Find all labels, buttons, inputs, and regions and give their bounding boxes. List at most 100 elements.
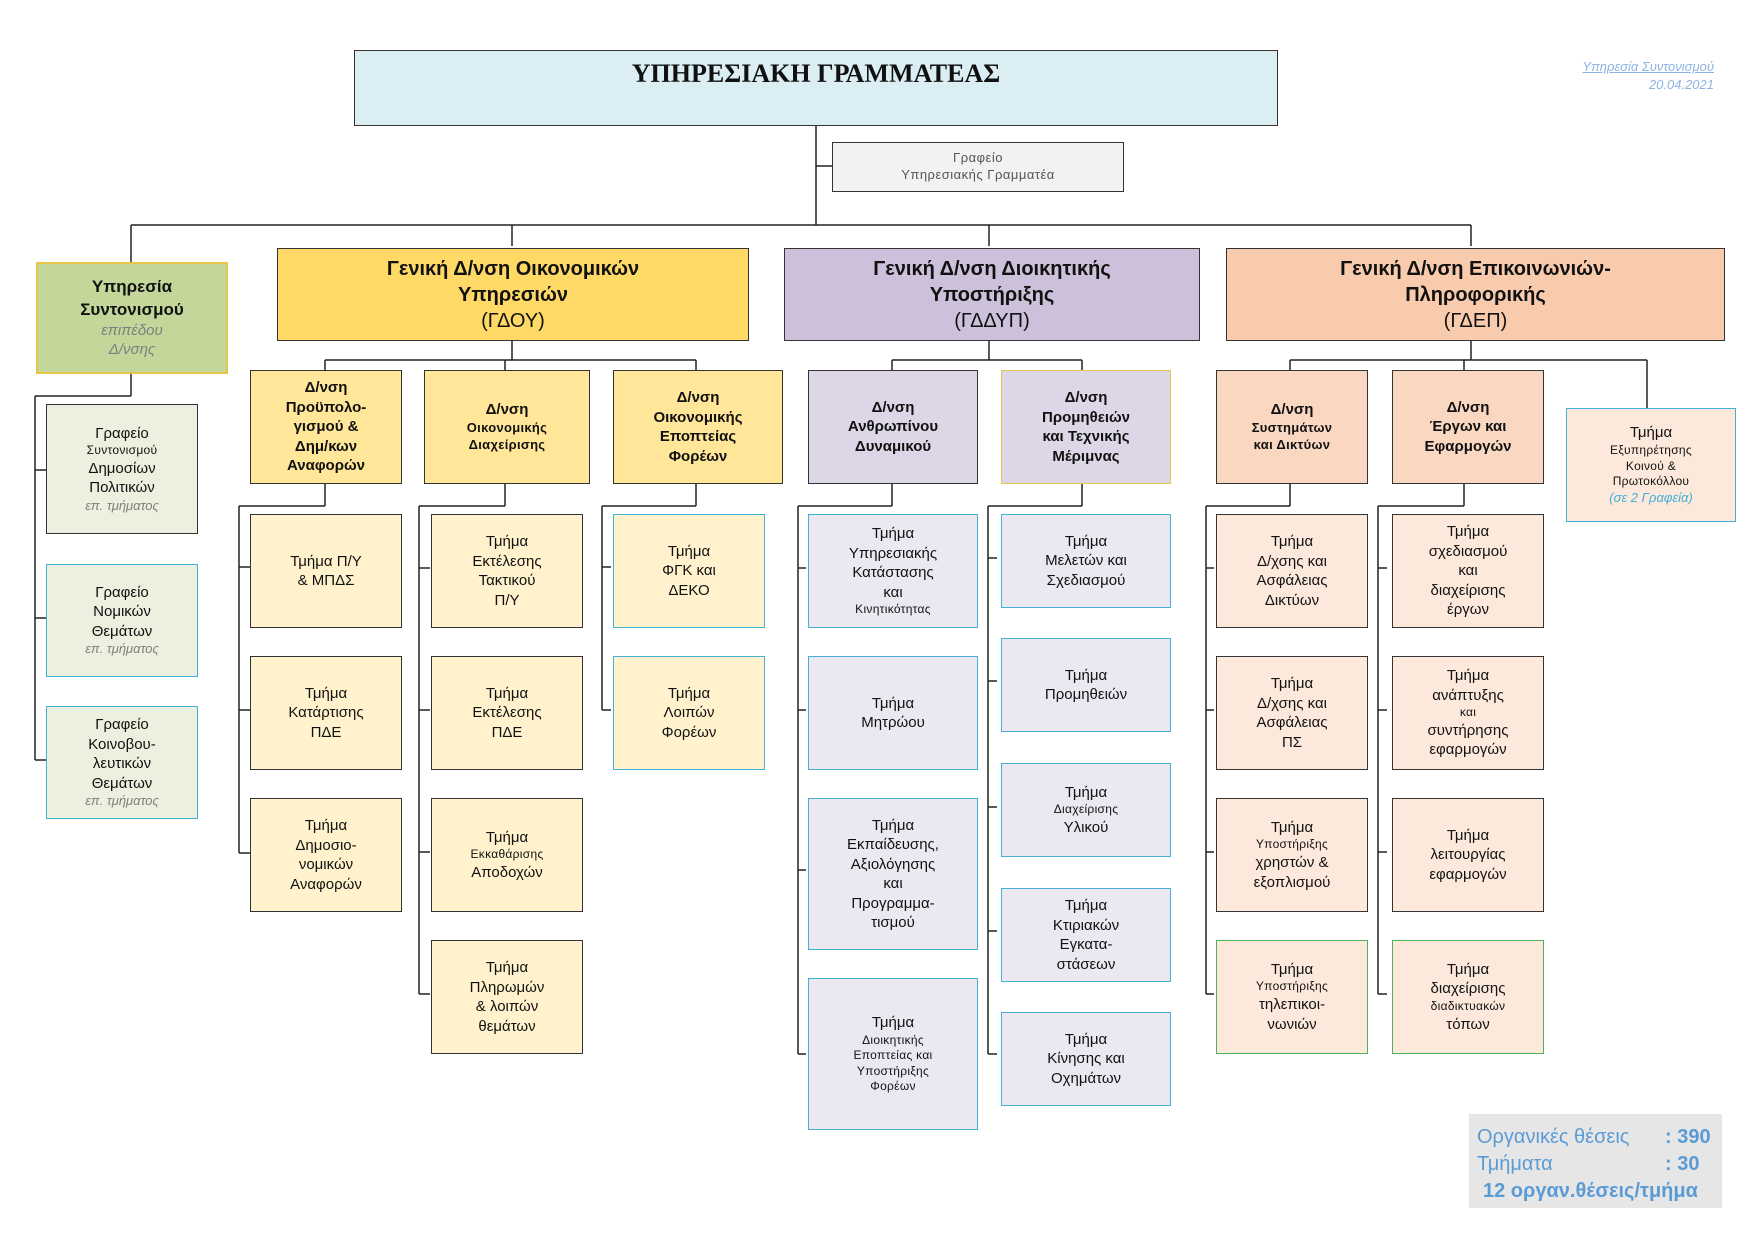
gdep-department-line: Τμήμα (1270, 818, 1314, 836)
stamp-service: Υπηρεσία Συντονισμού (1582, 59, 1714, 74)
gdyp-department-line: Τμήμα (1064, 1030, 1108, 1048)
gdyp-department-line: Τμήμα (871, 816, 915, 834)
gdou-department-line: ΠΔΕ (310, 723, 342, 741)
gdou-directorate-line: Οικονομικής (653, 408, 743, 426)
gdou-directorate-line: Διαχείρισης (468, 436, 546, 452)
gdyp-line1: Γενική Δ/νση Διοικητικής (873, 257, 1111, 280)
gdep-department-line: Τμήμα (1270, 960, 1314, 978)
gdep-directorate-line: Δ/νση (1446, 398, 1490, 416)
gdep-directorate-line: Εφαρμογών (1424, 437, 1512, 455)
gdep-directorate-line: και Δικτύων (1253, 436, 1331, 452)
gdou-department-line: Δημοσιο- (295, 836, 357, 854)
gdou-line1: Γενική Δ/νση Οικονομικών (386, 257, 640, 280)
coord-office-line: Γραφείο (95, 424, 149, 442)
gdep-line2: Πληροφορικής (1405, 283, 1546, 306)
gdou-directorate-line: Εποπτείας (659, 428, 737, 445)
gdyp-department-line: Φορέων (870, 1079, 916, 1094)
gdyp-department-line: τισμού (871, 914, 915, 931)
gdep-department-line: Ασφάλειας (1256, 572, 1328, 589)
gdyp-directorate-line: Μέριμνας (1052, 447, 1120, 465)
gdep-abbr: (ΓΔΕΠ) (1443, 309, 1508, 332)
gdou-directorate-line: γισμού & (293, 418, 359, 436)
gdep-department-line: Τμήμα (1446, 826, 1490, 844)
gdep-department-line: νωνιών (1267, 1015, 1317, 1033)
gdyp-directorate-line: και Τεχνικής (1042, 428, 1130, 445)
gdyp-department-line: Εγκατα- (1059, 936, 1113, 953)
gdyp-abbr: (ΓΔΔΥΠ) (954, 309, 1030, 332)
gdep-department-line: Δ/χσης και (1257, 552, 1327, 570)
gdep-extra-department-line: Εξυπηρέτησης (1610, 442, 1692, 457)
gdyp-department-line: Διοικητικής (862, 1032, 924, 1047)
gdyp-department-line: Μελετών και (1045, 552, 1127, 570)
gdou-department-line: νομικών (298, 856, 354, 873)
gdep-department-line: και (1459, 705, 1477, 720)
gdyp-directorate-line: Προμηθειών (1041, 408, 1131, 426)
gdep-extra-department-line: Τμήμα (1629, 424, 1673, 442)
gdou-department-line: Τμήμα (485, 828, 529, 846)
gdep-extra-department-note: (σε 2 Γραφεία) (1609, 489, 1693, 505)
coord-office-line: Θεμάτων (91, 774, 153, 792)
gdou-department-line: Φορέων (661, 723, 717, 741)
gdep-line1: Γενική Δ/νση Επικοινωνιών- (1340, 257, 1611, 280)
gdep-department-line: διαχείρισης (1430, 980, 1506, 998)
gdyp-directorate-line: Ανθρωπίνου (847, 418, 939, 436)
gdyp-department-line: Τμήμα (1064, 666, 1108, 684)
gdou-department: Τμήμα Π/Υ& ΜΠΔΣ (250, 514, 402, 628)
gdyp-department-line: Διαχείρισης (1053, 802, 1119, 817)
gdou-department-line: Αποδοχών (471, 863, 543, 881)
gdyp-department-line: Αξιολόγησης (850, 855, 936, 873)
gdep-department-line: Τμήμα (1270, 533, 1314, 550)
gdou-department-line: Αναφορών (290, 875, 362, 893)
gdou-department-line: Εκκαθάρισης (470, 847, 544, 862)
coord-office-line: Πολιτικών (89, 479, 155, 497)
gdyp-department-line: Προμηθειών (1044, 686, 1128, 703)
gdep-department-line: διαδικτυακών (1430, 998, 1506, 1013)
gdou-department-line: ΔΕΚΟ (668, 581, 710, 599)
gdou-department-line: & λοιπών (475, 998, 539, 1015)
top-title-box: ΥΠΗΡΕΣΙΑΚΗ ΓΡΑΜΜΑΤΕΑΣ (354, 50, 1278, 126)
gdep-department-line: τόπων (1446, 1015, 1490, 1033)
coord-office-line: Θεμάτων (91, 622, 153, 640)
coord-line1: Υπηρεσία (91, 277, 173, 297)
gdou-department-line: Τμήμα (667, 684, 711, 702)
positions-label: Οργανικές θέσεις (1477, 1126, 1630, 1148)
gdyp-department-line: Υλικού (1063, 818, 1109, 836)
gdep-department-line: ΠΣ (1281, 733, 1303, 751)
coord-office-note: επ. τμήματος (85, 641, 159, 657)
gdou-department-line: Εκτέλεσης (472, 704, 542, 722)
coord-office-line: Συντονισμού (86, 443, 158, 457)
gdep-department-line: εφαρμογών (1429, 865, 1507, 883)
gdep-directorate-line: Συστημάτων (1251, 419, 1333, 435)
gdou-department-line: Κατάρτισης (288, 704, 364, 722)
gdou-department-line: Τμήμα (485, 684, 529, 702)
depts-label: Τμήματα (1477, 1153, 1553, 1175)
document-stamp: Υπηρεσία Συντονισμού 20.04.2021 (1582, 58, 1714, 93)
gdou-directorate-line: Δ/νση (485, 401, 529, 419)
gdyp-department-line: στάσεων (1056, 955, 1116, 973)
gdou-department-line: ΦΓΚ και (662, 562, 716, 580)
gdep-department-line: εξοπλισμού (1253, 873, 1331, 891)
gdyp-department-line: Τμήμα (871, 1014, 915, 1032)
gdyp-department-line: και (883, 875, 903, 892)
gdyp-department-line: Τμήμα (871, 694, 915, 712)
coord-office-line: Κοινοβου- (88, 735, 156, 753)
gdou-department-line: Εκτέλεσης (472, 552, 542, 570)
gdep-department-line: σχεδιασμού (1428, 542, 1508, 560)
